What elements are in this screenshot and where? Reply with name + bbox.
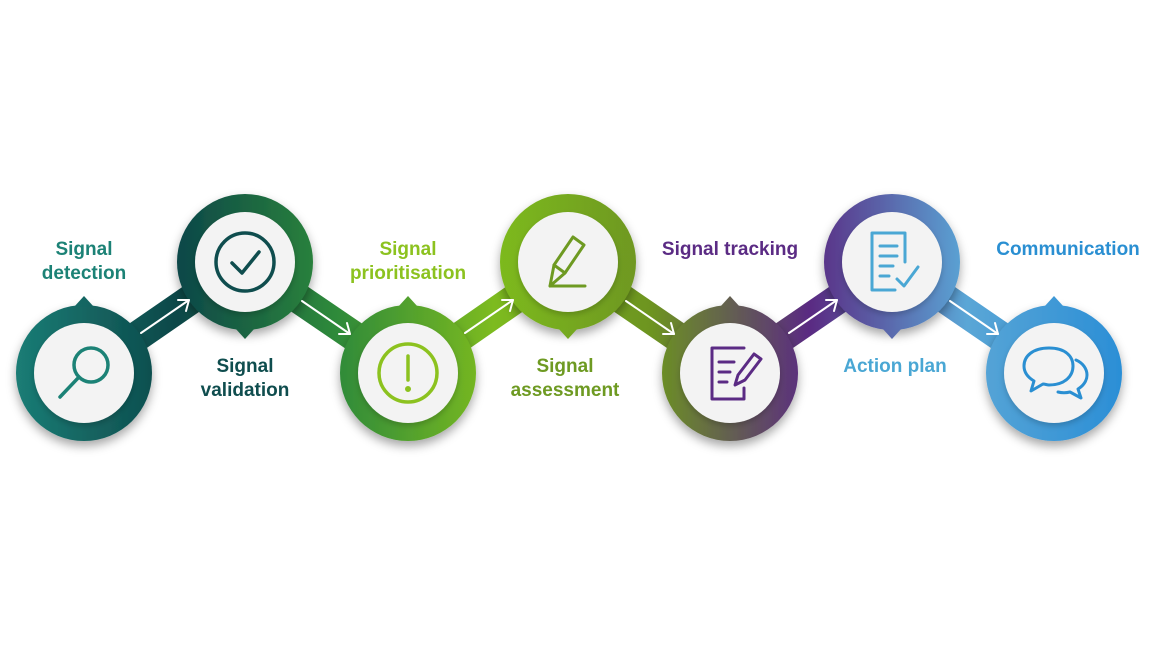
- pointer-notch: [1044, 296, 1064, 307]
- pointer-notch: [558, 328, 578, 339]
- step-button-detection[interactable]: [34, 323, 134, 423]
- pencil-icon: [548, 235, 587, 288]
- checkmark-circle-icon: [214, 231, 276, 293]
- arrow-icon: [625, 300, 675, 335]
- step-button-communication[interactable]: [1004, 323, 1104, 423]
- arrow-icon: [949, 300, 999, 335]
- magnifier-icon: [58, 346, 110, 399]
- document-edit-icon: [710, 346, 763, 401]
- exclamation-circle-icon: [377, 342, 439, 404]
- pointer-notch: [720, 296, 740, 307]
- step-button-assessment[interactable]: [518, 212, 618, 312]
- pointer-notch: [398, 296, 418, 307]
- step-button-validation[interactable]: [195, 212, 295, 312]
- step-label-communication: Communication: [996, 239, 1140, 260]
- arrow-icon: [788, 299, 838, 334]
- arrow-icon: [301, 300, 351, 335]
- pointer-notch: [882, 328, 902, 339]
- step-button-action-plan[interactable]: [842, 212, 942, 312]
- chat-bubbles-icon: [1022, 346, 1089, 400]
- step-label-action-plan: Action plan: [843, 356, 947, 377]
- step-label-tracking: Signal tracking: [661, 239, 799, 260]
- arrow-icon: [140, 299, 190, 334]
- pointer-notch: [235, 328, 255, 339]
- checklist-icon: [870, 231, 920, 292]
- pointer-notch: [74, 296, 94, 307]
- arrow-icon: [464, 299, 514, 334]
